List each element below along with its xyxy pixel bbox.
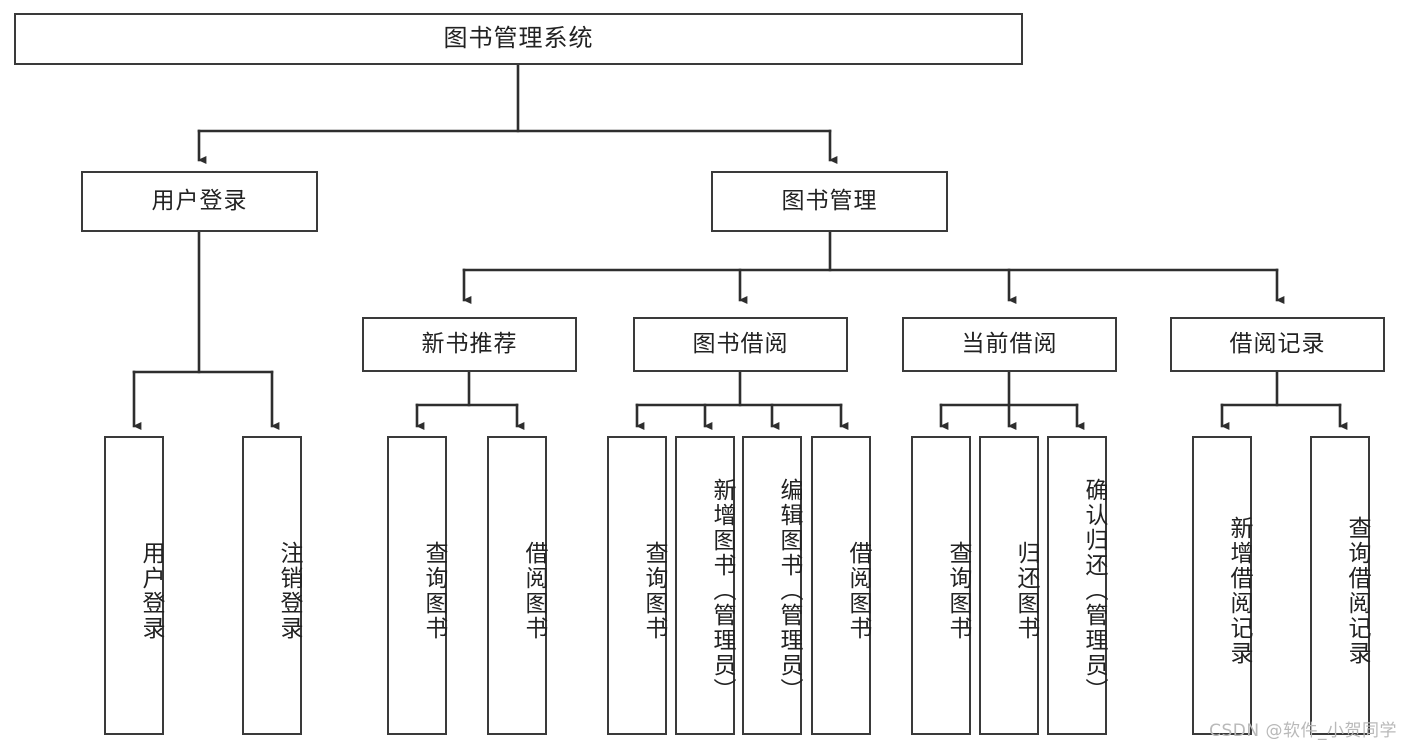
leaf-node-return-book[interactable]: 归还图书 <box>979 436 1039 735</box>
node-user-login[interactable]: 用户登录 <box>81 171 318 232</box>
node-label: 新增借阅记录 <box>1226 515 1252 666</box>
node-book-management[interactable]: 图书管理 <box>711 171 948 232</box>
node-label: 查询图书 <box>945 540 971 641</box>
node-label: 归还图书 <box>1013 540 1039 641</box>
node-label: 查询图书 <box>421 540 447 641</box>
node-label: 用户登录 <box>151 188 248 215</box>
node-label: 查询借阅记录 <box>1344 515 1370 666</box>
leaf-node-add-book-admin[interactable]: 新增图书（管理员） <box>675 436 735 735</box>
leaf-node-query-borrow-record[interactable]: 查询借阅记录 <box>1310 436 1370 735</box>
leaf-node-user-login[interactable]: 用户登录 <box>104 436 164 735</box>
node-label: 当前借阅 <box>961 331 1058 358</box>
node-label: 查询图书 <box>641 540 667 641</box>
node-label: 图书借阅 <box>692 331 789 358</box>
node-label: 图书管理系统 <box>443 24 594 53</box>
leaf-node-logout[interactable]: 注销登录 <box>242 436 302 735</box>
node-root[interactable]: 图书管理系统 <box>14 13 1023 65</box>
leaf-node-query-book-rec[interactable]: 查询图书 <box>387 436 447 735</box>
node-label: 用户登录 <box>138 540 164 641</box>
leaf-node-borrow-book[interactable]: 借阅图书 <box>811 436 871 735</box>
node-label: 图书管理 <box>781 188 878 215</box>
leaf-node-add-borrow-record[interactable]: 新增借阅记录 <box>1192 436 1252 735</box>
leaf-node-query-book-borrow[interactable]: 查询图书 <box>607 436 667 735</box>
csdn-watermark: CSDN @软件_小贺同学 <box>1209 721 1397 741</box>
leaf-node-confirm-return-admin[interactable]: 确认归还（管理员） <box>1047 436 1107 735</box>
node-label: 编辑图书（管理员） <box>776 478 802 703</box>
node-label: 借阅记录 <box>1229 331 1326 358</box>
node-new-book-recommend[interactable]: 新书推荐 <box>362 317 577 372</box>
leaf-node-edit-book-admin[interactable]: 编辑图书（管理员） <box>742 436 802 735</box>
node-label: 借阅图书 <box>521 540 547 641</box>
node-label: 新书推荐 <box>421 331 518 358</box>
node-label: 新增图书（管理员） <box>709 478 735 703</box>
leaf-node-query-book-current[interactable]: 查询图书 <box>911 436 971 735</box>
node-borrow-record[interactable]: 借阅记录 <box>1170 317 1385 372</box>
node-current-borrow[interactable]: 当前借阅 <box>902 317 1117 372</box>
node-label: 确认归还（管理员） <box>1081 478 1107 703</box>
node-book-borrow[interactable]: 图书借阅 <box>633 317 848 372</box>
leaf-node-borrow-book-rec[interactable]: 借阅图书 <box>487 436 547 735</box>
node-label: 借阅图书 <box>845 540 871 641</box>
node-label: 注销登录 <box>276 540 302 641</box>
